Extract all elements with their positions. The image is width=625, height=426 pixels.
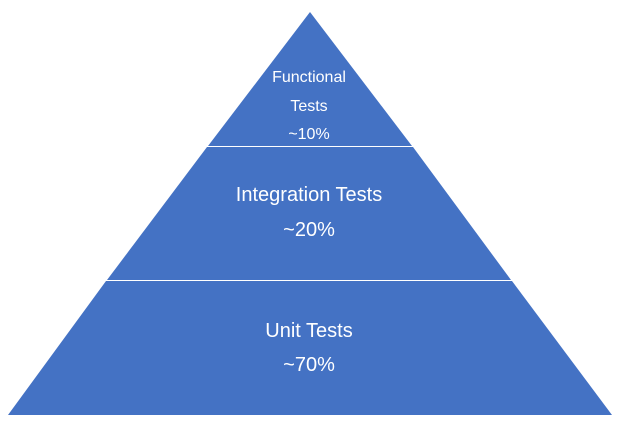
- pyramid-tier-functional: [208, 12, 412, 146]
- integration-tests-percent: ~20%: [283, 219, 335, 241]
- unit-tests-label: Unit Tests: [265, 320, 353, 342]
- pyramid-tier-integration: [107, 147, 511, 280]
- unit-tests-percent: ~70%: [283, 354, 335, 376]
- integration-tests-label: Integration Tests: [235, 184, 383, 206]
- functional-tests-label-line1: Functional: [272, 69, 346, 86]
- functional-tests-label-line2: Tests: [290, 98, 328, 115]
- pyramid-tier-unit: [8, 281, 612, 415]
- functional-tests-percent: ~10%: [288, 126, 330, 143]
